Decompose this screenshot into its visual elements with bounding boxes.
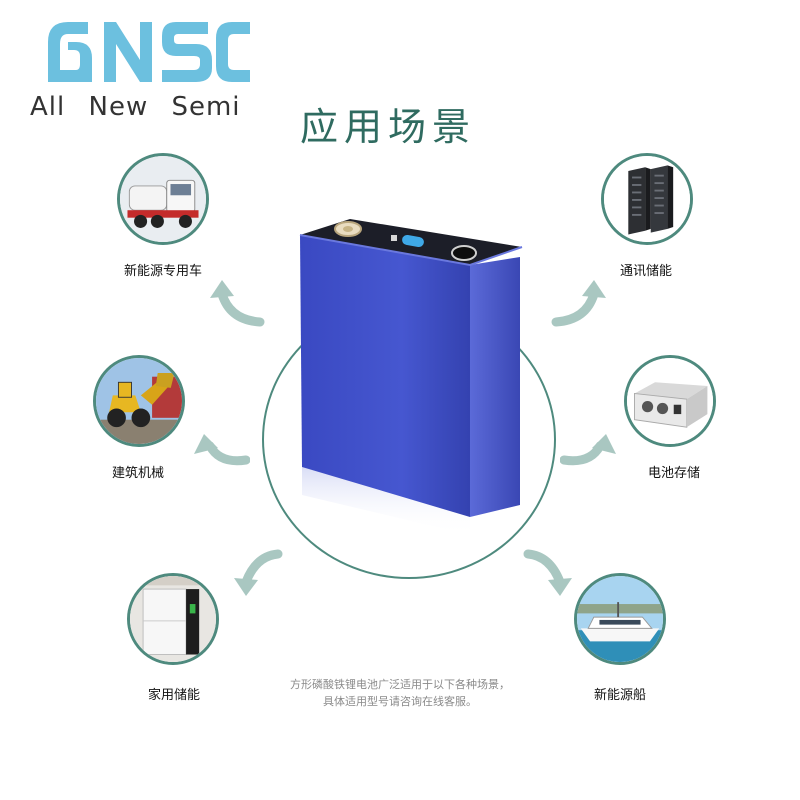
telecom-rack-icon (604, 156, 690, 242)
mixer-truck-icon (120, 156, 206, 242)
application-label-telecom-storage: 通讯储能 (620, 264, 673, 279)
application-label-electric-boat: 新能源船 (594, 688, 647, 703)
usage-note-line-1: 方形磷酸铁锂电池广泛适用于以下各种场景， (290, 678, 510, 691)
application-label-battery-storage: 电池存储 (648, 466, 701, 481)
application-image-special-vehicle (117, 153, 209, 245)
battery-cell-icon (299, 219, 523, 535)
arrow-upper-right-icon (551, 280, 606, 327)
page-title: 应用场景 (300, 105, 477, 149)
application-label-construction: 建筑机械 (112, 466, 165, 481)
usage-note-line-2: 具体适用型号请咨询在线客服。 (323, 695, 477, 708)
storage-unit-icon (627, 358, 713, 444)
arrow-lower-left-icon (234, 549, 283, 596)
wheel-loader-icon (96, 358, 182, 444)
application-image-telecom-storage (601, 153, 693, 245)
arrow-middle-left-icon (194, 434, 250, 466)
application-image-construction (93, 355, 185, 447)
yacht-icon (577, 576, 663, 662)
application-image-home-storage (127, 573, 219, 665)
arrow-upper-left-icon (210, 280, 265, 327)
arrow-middle-right-icon (560, 434, 616, 466)
application-label-home-storage: 家用储能 (148, 688, 201, 703)
ansc-logo (48, 22, 250, 82)
home-storage-cabinet-icon (130, 576, 216, 662)
brand-tagline: All New Semi (30, 92, 241, 122)
arrow-lower-right-icon (523, 549, 572, 596)
application-image-electric-boat (574, 573, 666, 665)
application-image-battery-storage (624, 355, 716, 447)
usage-note: 方形磷酸铁锂电池广泛适用于以下各种场景， 具体适用型号请咨询在线客服。 (250, 676, 550, 710)
application-label-special-vehicle: 新能源专用车 (124, 264, 203, 279)
